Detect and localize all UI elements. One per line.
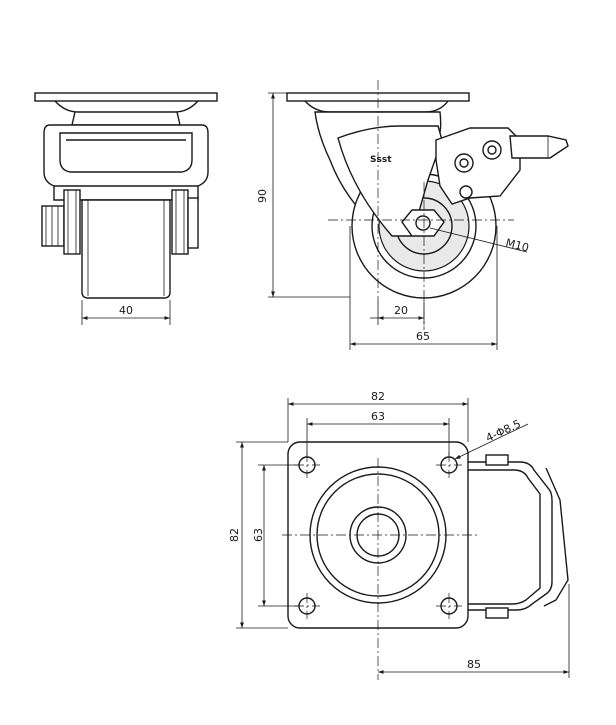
dim-total-height: 90 [256,92,350,298]
front-fork [43,124,209,201]
dim-wheel-diameter-label: 65 [416,330,430,343]
dim-wheel-width: 40 [81,300,171,325]
dim-bolt-spacing-y-label: 63 [252,528,265,542]
dim-plate-width-label: 82 [371,390,385,403]
dim-bolt-spacing-x-label: 63 [371,410,385,423]
dim-plate-width: 82 [287,390,469,442]
dim-bolt-thread: M10 [429,227,530,255]
dim-bolt-spacing-x: 63 [306,410,450,456]
top-view: 82 63 82 63 4-Φ8.5 [228,390,570,680]
dim-wheel-width-label: 40 [119,304,133,317]
dim-plate-depth: 82 [228,441,288,629]
dim-wheel-diameter: 65 [349,226,498,350]
side-axle-nut [401,209,445,237]
brand-logo: Ssst [370,155,392,165]
dim-bolt-holes-label: 4-Φ8.5 [484,417,523,444]
front-view: 40 [34,92,218,325]
dim-overall-length-label: 85 [467,658,481,671]
front-left-lock-knob [41,205,65,247]
dim-plate-depth-label: 82 [228,528,241,542]
top-brake-outline [466,461,553,611]
side-view: Ssst 90 20 65 M10 [256,80,569,350]
side-brake-lever [435,127,521,205]
front-top-plate [34,92,218,102]
dim-total-height-label: 90 [256,189,269,203]
dim-bolt-thread-label: M10 [504,236,530,254]
dim-offset-label: 20 [394,304,408,317]
front-wheel [81,199,171,299]
front-plate-dish [54,100,199,113]
dim-overall-length: 85 [378,584,570,678]
dim-offset: 20 [370,300,425,325]
dim-bolt-spacing-y: 63 [252,464,300,607]
